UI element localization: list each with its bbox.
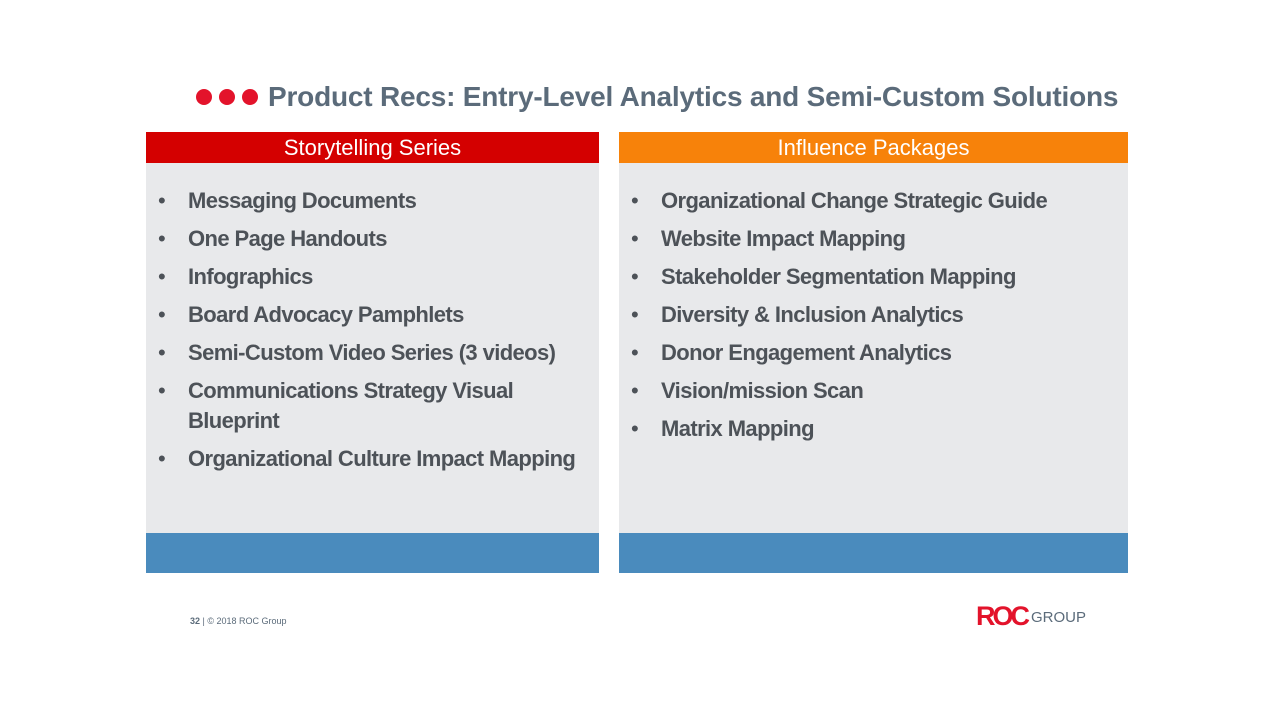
influence-packages-panel: Influence Packages •Organizational Chang… xyxy=(619,132,1128,573)
list-item: •Donor Engagement Analytics xyxy=(619,338,1128,368)
list-item: •Matrix Mapping xyxy=(619,414,1128,444)
slide-title-row: Product Recs: Entry-Level Analytics and … xyxy=(196,78,1118,116)
bullet-icon: • xyxy=(631,378,639,403)
decorative-dots xyxy=(196,89,258,105)
bullet-icon: • xyxy=(631,416,639,441)
panel-header-storytelling: Storytelling Series xyxy=(146,132,599,163)
bullet-icon: • xyxy=(158,302,166,327)
panel-footer-bar xyxy=(146,533,599,573)
list-item: •Vision/mission Scan xyxy=(619,376,1128,406)
influence-list: •Organizational Change Strategic Guide •… xyxy=(619,186,1128,452)
list-item: •Website Impact Mapping xyxy=(619,224,1128,254)
panel-header-influence: Influence Packages xyxy=(619,132,1128,163)
red-dot-icon xyxy=(242,89,258,105)
bullet-icon: • xyxy=(158,226,166,251)
list-item: •Organizational Culture Impact Mapping xyxy=(146,444,599,474)
slide-title: Product Recs: Entry-Level Analytics and … xyxy=(268,81,1119,112)
bullet-icon: • xyxy=(631,264,639,289)
list-item: •Stakeholder Segmentation Mapping xyxy=(619,262,1128,292)
list-item: •Messaging Documents xyxy=(146,186,599,216)
panel-footer-bar xyxy=(619,533,1128,573)
bullet-icon: • xyxy=(158,340,166,365)
bullet-icon: • xyxy=(158,446,166,471)
list-item: •Organizational Change Strategic Guide xyxy=(619,186,1128,216)
bullet-icon: • xyxy=(158,188,166,213)
list-item: •Semi-Custom Video Series (3 videos) xyxy=(146,338,599,368)
storytelling-list: •Messaging Documents •One Page Handouts … xyxy=(146,186,599,482)
bullet-icon: • xyxy=(158,378,166,403)
slide-footer: 32 | © 2018 ROC Group xyxy=(190,616,287,626)
list-item: •Communications Strategy Visual Blueprin… xyxy=(158,378,514,433)
storytelling-series-panel: Storytelling Series •Messaging Documents… xyxy=(146,132,599,573)
copyright-text: | © 2018 ROC Group xyxy=(202,616,287,626)
bullet-icon: • xyxy=(631,226,639,251)
bullet-icon: • xyxy=(158,264,166,289)
list-item: •One Page Handouts xyxy=(146,224,599,254)
red-dot-icon xyxy=(219,89,235,105)
list-item: •Board Advocacy Pamphlets xyxy=(146,300,599,330)
bullet-icon: • xyxy=(631,340,639,365)
list-item: •Infographics xyxy=(146,262,599,292)
roc-group-logo: ROC GROUP xyxy=(976,600,1087,631)
red-dot-icon xyxy=(196,89,212,105)
bullet-icon: • xyxy=(631,302,639,327)
logo-text: GROUP xyxy=(1031,608,1087,626)
logo-mark: ROC xyxy=(976,600,1030,631)
page-number: 32 xyxy=(190,616,201,626)
list-item: •Diversity & Inclusion Analytics xyxy=(619,300,1128,330)
bullet-icon: • xyxy=(631,188,639,213)
